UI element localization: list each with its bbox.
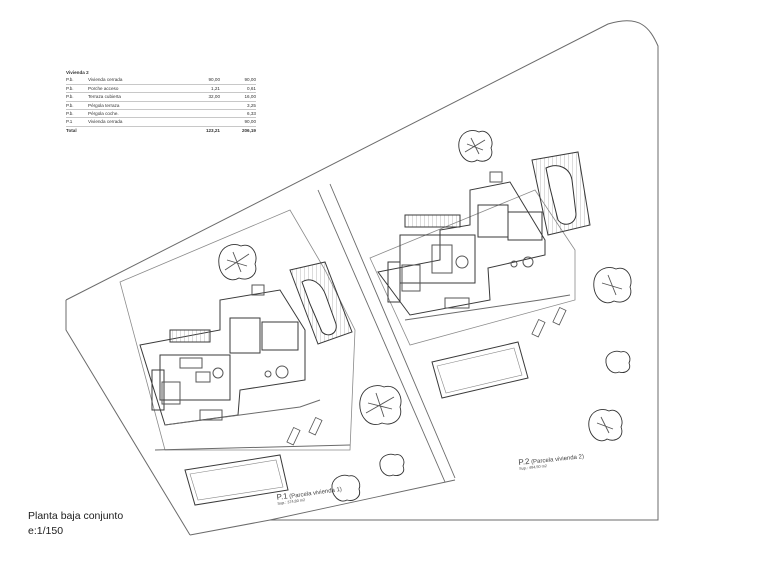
table-cell-name: Terraza cubierta: [88, 94, 121, 100]
table-cell-name: Porche acceso: [88, 85, 119, 91]
plan-scale: e:1/150: [28, 525, 64, 537]
carport-1: [289, 261, 353, 345]
table-cell-b: 16,00: [244, 94, 257, 100]
table-cell-code: P.b.: [66, 77, 74, 83]
tree-icon: [218, 244, 257, 281]
surface-table: Vivienda 2 P.b. Vivienda cerrada 90,00 90,0…: [66, 69, 256, 134]
plan-caption: Planta baja conjunto e:1/150: [28, 509, 123, 539]
table-cell-name: Pérgola coche.: [88, 111, 119, 117]
table-cell-b: 0,61: [247, 85, 256, 91]
total-label: Total: [66, 127, 77, 133]
table-cell-a: [184, 118, 220, 125]
table-cell-a: 90,00: [208, 77, 221, 83]
house-2: [369, 171, 576, 346]
plan-title: Planta baja conjunto: [28, 510, 124, 522]
tree-icon: [458, 130, 493, 163]
table-cell-b: 90,00: [244, 119, 257, 125]
tree-icon: [359, 385, 402, 425]
total-name: [88, 127, 184, 134]
table-cell-name: Vivienda cerrada: [88, 77, 123, 83]
tree-icon: [593, 267, 632, 304]
table-cell-a: 1,21: [211, 85, 220, 91]
table-row: P.b. Terraza cubierta 32,00 16,00: [66, 93, 257, 102]
table-total-row: Total 123,21 206,19: [66, 127, 256, 134]
table-title: Vivienda 2: [66, 70, 89, 75]
parcel-divider: [269, 183, 456, 521]
plot-boundary: [65, 20, 659, 536]
table-cell-a: [184, 110, 220, 117]
table-row: P.b. Pérgola terraza 3,25: [66, 102, 256, 111]
table-row: P.b. Pérgola coche. 6,33: [66, 110, 256, 119]
table-cell-a: [184, 102, 220, 109]
table-cell-code: P.b.: [66, 94, 74, 100]
pool-2: [431, 341, 529, 399]
tree-icon: [331, 474, 361, 502]
loungers-1: [286, 416, 323, 446]
pool-1: [184, 454, 289, 506]
table-row: P.b. Porche acceso 1,21 0,61: [66, 85, 256, 94]
tree-icon: [379, 453, 405, 477]
table-cell-name: Pérgola terraza: [88, 102, 120, 108]
table-cell-code: P.b.: [66, 102, 74, 108]
total-b: 206,19: [241, 127, 256, 133]
table-cell-code: P.1: [66, 119, 73, 125]
loungers-2: [531, 306, 567, 338]
table-row: P.1 Vivienda cerrada 90,00: [66, 118, 257, 127]
table-row: P.b. Vivienda cerrada 90,00 90,00: [66, 76, 257, 85]
trees: [218, 130, 632, 502]
table-cell-name: Vivienda cerrada: [88, 119, 123, 125]
total-a: 123,21: [205, 127, 220, 133]
tree-icon: [605, 350, 631, 374]
table-cell-b: 6,33: [247, 111, 256, 117]
table-cell-b: 3,25: [247, 102, 256, 108]
house-1: [119, 209, 356, 451]
table-cell-code: P.b.: [66, 111, 74, 117]
table-cell-b: 90,00: [244, 77, 257, 83]
carport-2: [531, 151, 591, 236]
tree-icon: [588, 409, 623, 442]
table-cell-code: P.b.: [66, 85, 74, 91]
table-cell-a: 32,00: [208, 94, 221, 100]
